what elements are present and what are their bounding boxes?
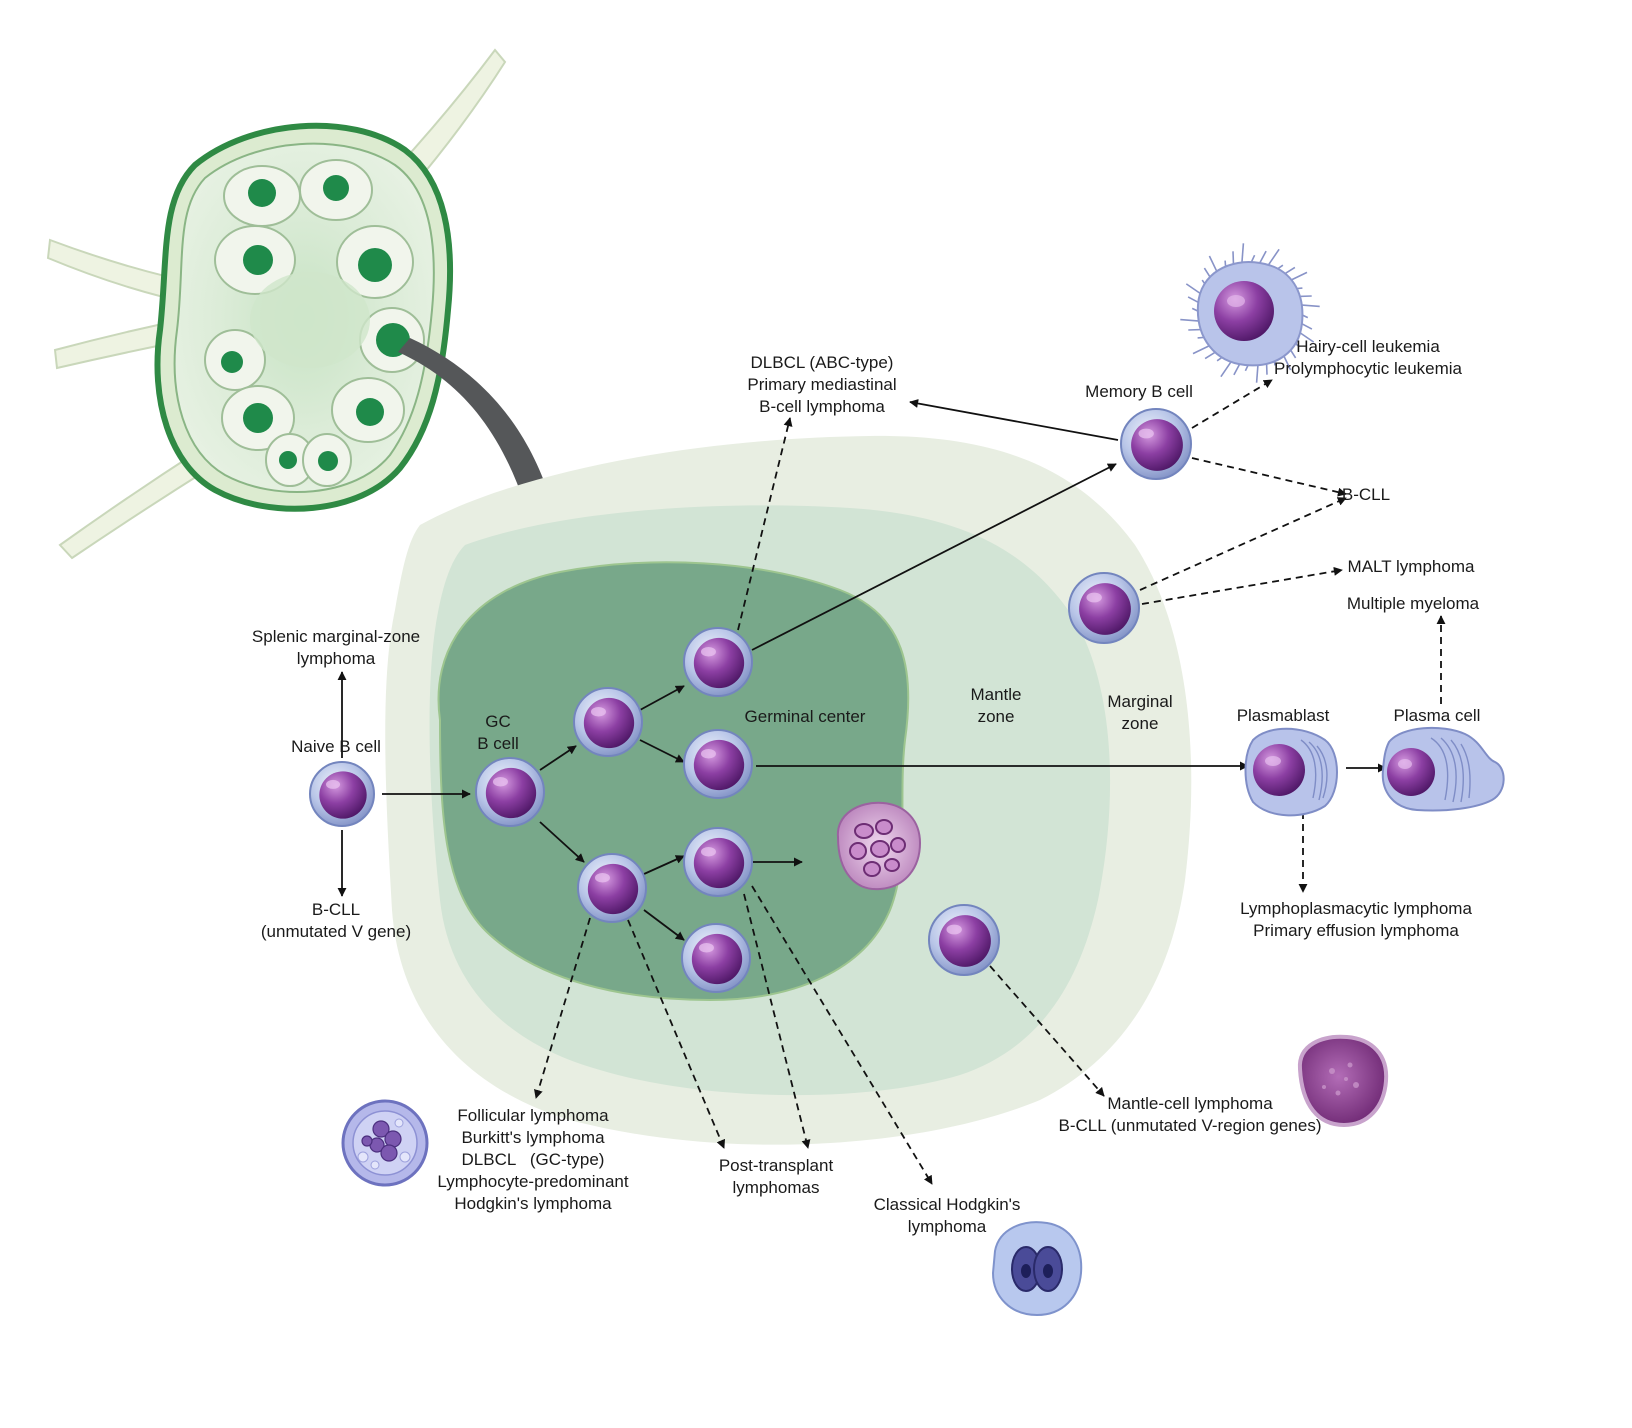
hodgkin-reed-sternberg-cell-icon	[991, 1221, 1083, 1317]
post-transplant-lymphomas-label: Post-transplant lymphomas	[719, 1155, 833, 1199]
follicular-label-line2: Burkitt's lymphoma	[461, 1128, 605, 1147]
follicular-lymphoma-label: Follicular lymphoma Burkitt's lymphoma D…	[437, 1105, 628, 1215]
hairy-cell-label-line2: Prolymphocytic leukemia	[1273, 359, 1463, 378]
lymphoplasmacytic-lymphoma-label: Lymphoplasmacytic lymphoma Primary effus…	[1240, 898, 1472, 942]
hairy-cell-label-line1: Hairy-cell leukemia	[1296, 337, 1440, 356]
plasma-cell-icon	[1381, 726, 1505, 812]
splenic-marginal-zone-lymphoma-label: Splenic marginal-zone lymphoma	[252, 626, 420, 670]
dlbcl-abc-label-line3: B-cell lymphoma	[759, 397, 885, 416]
bcll-unmutated-v-gene-label: B-CLL (unmutated V gene)	[261, 899, 411, 943]
mantle-cell-lymphoma-cell-icon	[1297, 1034, 1389, 1128]
gc-lower-branch-cell-bottom	[681, 923, 751, 993]
dlbcl-abc-label: DLBCL (ABC-type) Primary mediastinal B-c…	[747, 352, 896, 418]
classical-hodgkin-label-line1: Classical Hodgkin's	[873, 1195, 1021, 1214]
dlbcl-abc-label-line2: Primary mediastinal	[747, 375, 897, 394]
lymph-node-illustration	[46, 48, 507, 560]
memory-b-cell-label: Memory B cell	[1085, 382, 1193, 401]
mantle-zone-label-line2: zone	[977, 707, 1015, 726]
gc-centroblast-upper-cell	[573, 687, 643, 757]
gc-b-cell-label: GC B cell	[477, 711, 519, 755]
dlbcl-abc-label-line1: DLBCL (ABC-type)	[750, 353, 894, 372]
hairy-cell-leukemia-label: Hairy-cell leukemia Prolymphocytic leuke…	[1274, 336, 1462, 380]
gc-b-cell-label-line1: GC	[485, 712, 511, 731]
bcll-naive-label-line1: B-CLL	[311, 900, 361, 919]
upper-to-bottom-arrow	[639, 739, 685, 763]
gc-b-cell-label-line2: B cell	[477, 734, 519, 753]
cells	[309, 408, 1192, 993]
post-transplant-label-line2: lymphomas	[732, 1178, 820, 1197]
memory-to-hairy-cell-arrow	[1191, 379, 1273, 429]
gc-lower-to-post-transplant-arrow	[627, 919, 726, 1149]
mantle-cell-label-line2: B-CLL (unmutated V-region genes)	[1058, 1116, 1322, 1135]
marginal-zone-b-cell	[1068, 572, 1140, 644]
follicular-label-line4: Lymphocyte-predominant	[437, 1172, 629, 1191]
mantle-zone-label: Mantle zone	[970, 684, 1021, 728]
germinal-center-dots	[221, 175, 410, 471]
gc-lower-branch-cell-top	[683, 827, 753, 897]
memory-to-bcll-arrow	[1191, 457, 1347, 497]
multiple-myeloma-label: Multiple myeloma	[1346, 594, 1480, 613]
lymphoplasmacytic-label-line2: Primary effusion lymphoma	[1253, 921, 1459, 940]
classical-hodgkin-lymphoma-label: Classical Hodgkin's lymphoma	[874, 1194, 1021, 1238]
hairy-cell-icon	[1180, 243, 1320, 383]
bcll-naive-label-line2: (unmutated V gene)	[260, 922, 412, 941]
plasmablast-icon	[1244, 727, 1338, 817]
mantle-zone-b-cell	[928, 904, 1000, 976]
lymphoplasmacytic-label-line1: Lymphoplasmacytic lymphoma	[1240, 899, 1472, 918]
splenic-label-line2: lymphoma	[296, 649, 376, 668]
naive-b-cell-label: Naive B cell	[291, 737, 381, 756]
lower-to-top-arrow	[643, 855, 685, 875]
follicular-label-line5: Hodgkin's lymphoma	[454, 1194, 612, 1213]
gc-to-dlbcl-abc-arrow	[737, 417, 793, 631]
malt-lymphoma-label: MALT lymphoma	[1347, 557, 1475, 576]
mantle-cell-label-line1: Mantle-cell lymphoma	[1107, 1094, 1273, 1113]
marginal-to-bcll-arrow	[1139, 497, 1347, 591]
marginal-zone-label-line1: Marginal	[1107, 692, 1173, 711]
mantle-to-mantle-cell-arrow	[989, 965, 1105, 1097]
splenic-label-line1: Splenic marginal-zone	[251, 627, 421, 646]
germinal-center-label: Germinal center	[744, 707, 866, 726]
gc-centroblast-lower-cell	[577, 853, 647, 923]
gc-upper-branch-cell-top	[683, 627, 753, 697]
gc-lower-to-follicular-arrow	[534, 917, 591, 1099]
follicular-label-line3: DLBCL (GC-type)	[461, 1150, 605, 1169]
gc-lower-top-to-hodgkin-arrow	[751, 885, 933, 1185]
gc-to-centroblast-upper-arrow	[539, 745, 577, 771]
gc-to-centroblast-lower-arrow	[539, 821, 585, 863]
upper-to-top-arrow	[639, 685, 685, 711]
marginal-zone-label-line2: zone	[1121, 714, 1159, 733]
gc-to-memory-arrow	[751, 463, 1117, 651]
reed-sternberg-variant-cell-icon	[836, 801, 922, 891]
gc-b-cell	[475, 757, 545, 827]
arrows	[337, 379, 1446, 1185]
follicular-label-line1: Follicular lymphoma	[457, 1106, 609, 1125]
follicular-lymphoma-cell-icon	[341, 1099, 429, 1187]
marginal-to-malt-arrow	[1141, 566, 1343, 605]
bcll-label: B-CLL	[1341, 485, 1391, 504]
lower-to-bottom-arrow	[643, 909, 685, 941]
plasma-cell-label: Plasma cell	[1393, 706, 1481, 725]
memory-b-cell	[1120, 408, 1192, 480]
post-transplant-label-line1: Post-transplant	[718, 1156, 834, 1175]
plasmablast-label: Plasmablast	[1236, 706, 1330, 725]
mantle-zone-label-line1: Mantle	[970, 685, 1022, 704]
classical-hodgkin-label-line2: lymphoma	[907, 1217, 987, 1236]
mantle-cell-lymphoma-label: Mantle-cell lymphoma B-CLL (unmutated V-…	[1058, 1093, 1321, 1137]
naive-b-cell	[309, 761, 375, 827]
gc-upper-branch-cell-bottom	[683, 729, 753, 799]
memory-to-dlbcl-arrow	[909, 399, 1119, 441]
marginal-zone-label: Marginal zone	[1107, 691, 1172, 735]
gc-lower-top-to-post-transplant-arrow	[743, 893, 811, 1149]
